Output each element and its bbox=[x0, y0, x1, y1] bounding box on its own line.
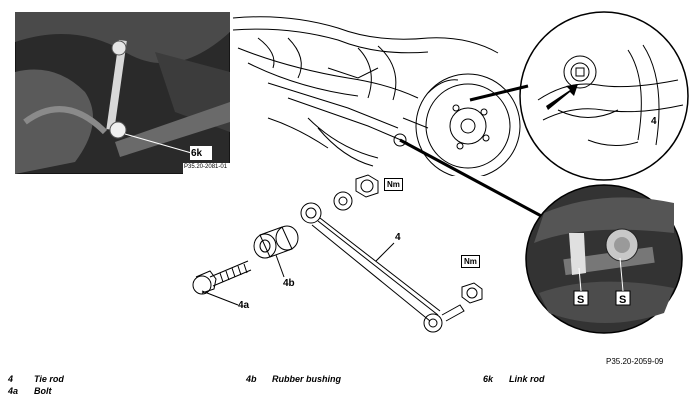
svg-text:S: S bbox=[577, 294, 584, 306]
closeup-circle-bottom: S S bbox=[525, 184, 683, 334]
exploded-view bbox=[192, 174, 483, 333]
legend-item: 6k Link rod bbox=[483, 374, 545, 384]
axle-assembly-drawing bbox=[232, 16, 521, 176]
callout-4: 4 bbox=[395, 232, 401, 243]
legend-num: 4 bbox=[8, 374, 14, 384]
photo-inset bbox=[15, 12, 230, 174]
rubber-bushing-icon bbox=[253, 225, 299, 259]
nut-top-icon bbox=[355, 174, 379, 198]
legend-item: 4b Rubber bushing bbox=[246, 374, 341, 384]
callout-4b: 4b bbox=[283, 278, 295, 289]
legend-text: Rubber bushing bbox=[272, 374, 341, 384]
washer-icon bbox=[333, 191, 353, 211]
figure-code: P35.20-2059-09 bbox=[606, 357, 664, 366]
photo-code: P35.20-2081-01 bbox=[184, 164, 228, 170]
torque-badge-top: Nm bbox=[384, 178, 403, 191]
legend-item: 4 Tie rod bbox=[8, 374, 64, 384]
legend-num: 4b bbox=[246, 374, 257, 384]
legend-text: Tie rod bbox=[34, 374, 64, 384]
tie-rod-icon bbox=[300, 202, 465, 333]
callout-4a: 4a bbox=[238, 300, 250, 311]
closeup-circle-top bbox=[519, 11, 689, 181]
legend-num: 6k bbox=[483, 374, 494, 384]
photo-callout-6k: 6k bbox=[191, 148, 203, 159]
torque-badge-bottom: Nm bbox=[461, 255, 480, 268]
bolt-icon bbox=[192, 260, 252, 295]
legend-text: Link rod bbox=[509, 374, 545, 384]
nut-bottom-icon bbox=[461, 282, 483, 304]
svg-text:S: S bbox=[619, 294, 626, 306]
legend-num: 4a bbox=[8, 386, 19, 396]
closeup-callout-4: 4 bbox=[651, 116, 657, 127]
legend-item: 4a Bolt bbox=[8, 386, 52, 396]
legend-text: Bolt bbox=[34, 386, 52, 396]
